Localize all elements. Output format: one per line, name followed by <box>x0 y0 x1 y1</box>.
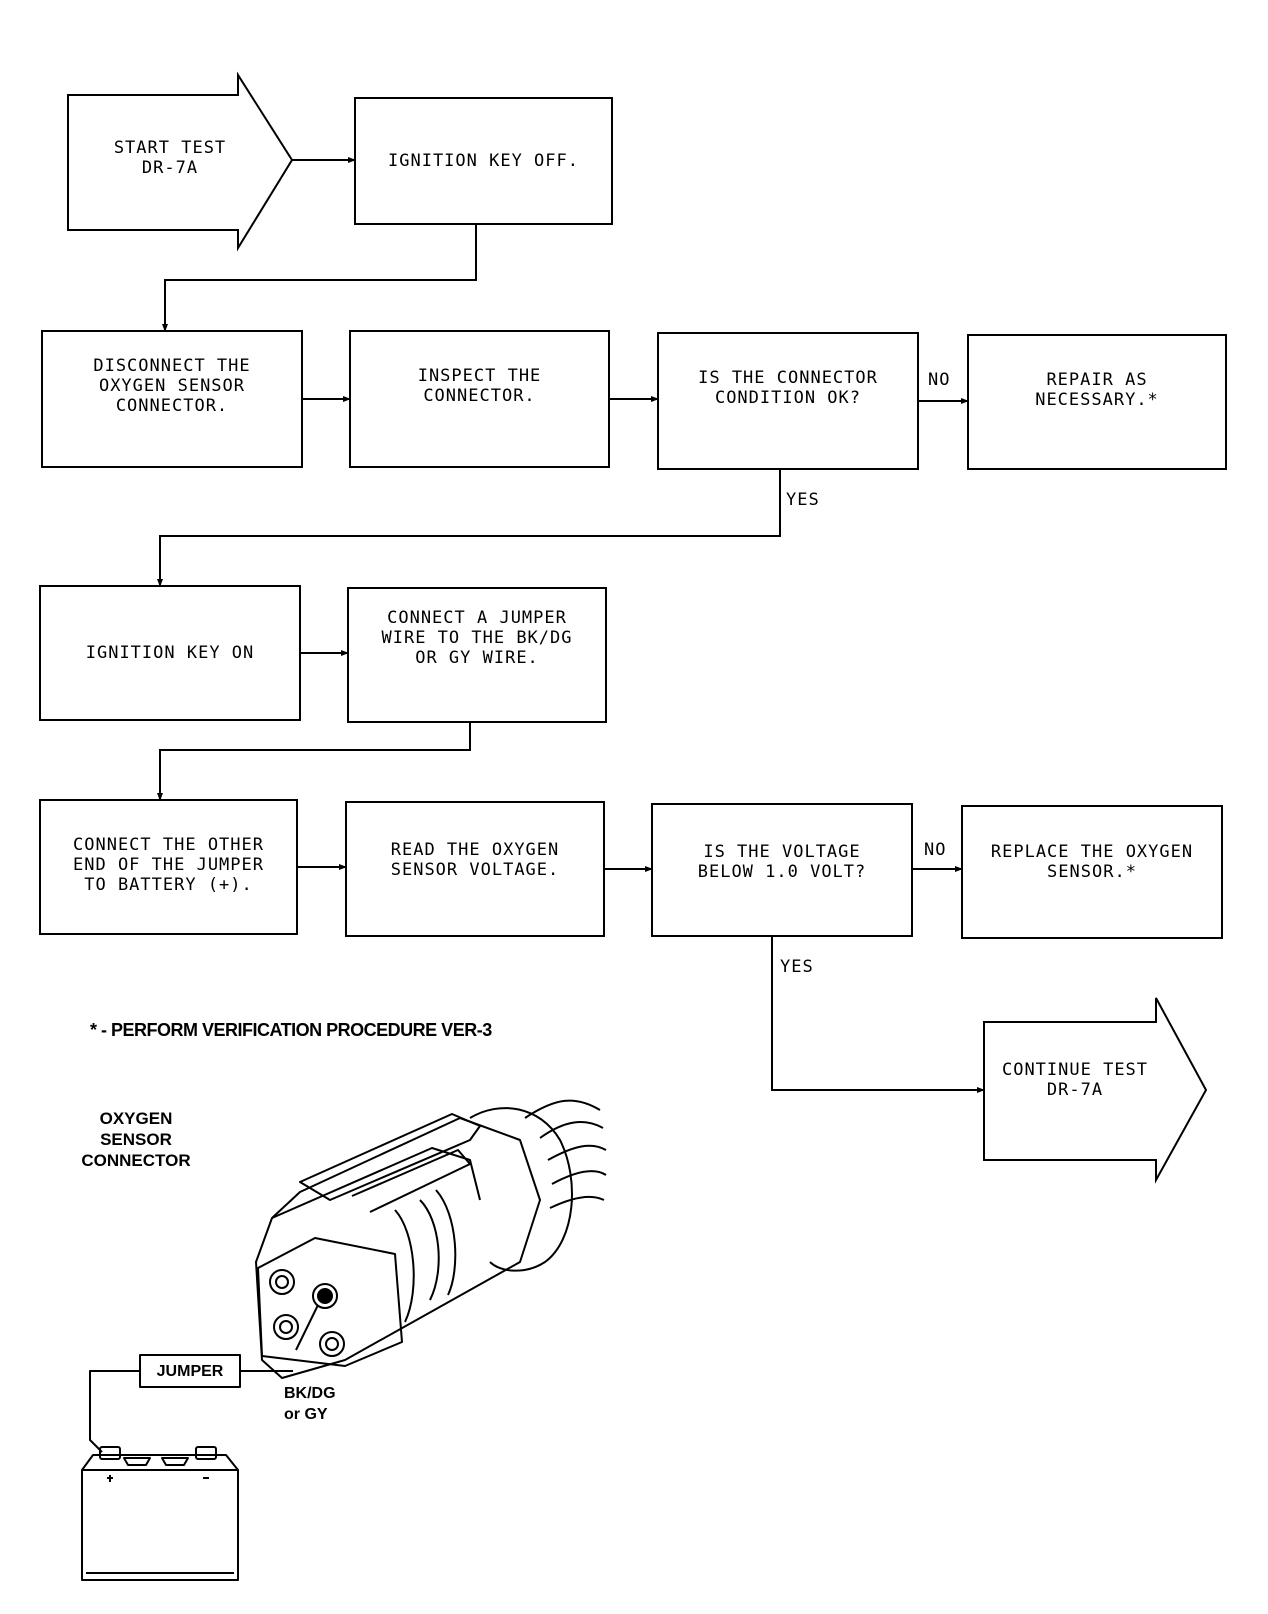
repair-as-necessary-text: REPAIR AS NECESSARY.* <box>1035 370 1159 410</box>
illustration-title: OXYGEN SENSOR CONNECTOR <box>81 1109 191 1170</box>
ignition-key-off-text: IGNITION KEY OFF. <box>388 151 579 171</box>
connector-ok-question-text: IS THE CONNECTOR CONDITION OK? <box>698 368 878 408</box>
voltage-below-question-text: IS THE VOLTAGE BELOW 1.0 VOLT? <box>697 842 867 882</box>
edge-label-yes: YES <box>786 490 820 510</box>
inspect-connector-text: INSPECT THE CONNECTOR. <box>417 366 542 406</box>
jumper-box <box>139 1354 241 1388</box>
disconnect-connector-text: DISCONNECT THE OXYGEN SENSOR CONNECTOR. <box>93 356 251 416</box>
edge-label-no: NO <box>928 370 951 390</box>
wire-color-label: BK/DG or GY <box>284 1385 336 1423</box>
start-node-text: START TEST DR-7A <box>113 138 227 178</box>
edge-label-no: NO <box>924 840 947 860</box>
verification-footnote: * - PERFORM VERIFICATION PROCEDURE VER-3 <box>90 1020 492 1040</box>
connect-jumper-wire-text: CONNECT A JUMPER WIRE TO THE BK/DG OR GY… <box>381 608 573 668</box>
edge-label-yes: YES <box>780 957 814 977</box>
continue-arrow-shape <box>983 997 1208 1184</box>
battery-body <box>81 1469 239 1581</box>
replace-oxygen-sensor-text: REPLACE THE OXYGEN SENSOR.* <box>990 842 1194 882</box>
ignition-key-on-text: IGNITION KEY ON <box>85 643 255 663</box>
start-arrow-shape <box>67 71 294 252</box>
connect-other-end-text: CONNECT THE OTHER END OF THE JUMPER TO B… <box>73 835 264 895</box>
read-oxygen-voltage-text: READ THE OXYGEN SENSOR VOLTAGE. <box>390 840 560 880</box>
continue-node-text: CONTINUE TEST DR-7A <box>1001 1060 1149 1100</box>
jumper-label: JUMPER <box>156 1363 224 1380</box>
battery-top <box>81 1454 239 1471</box>
box-replace <box>961 805 1223 939</box>
connector-illustration <box>81 1099 607 1581</box>
